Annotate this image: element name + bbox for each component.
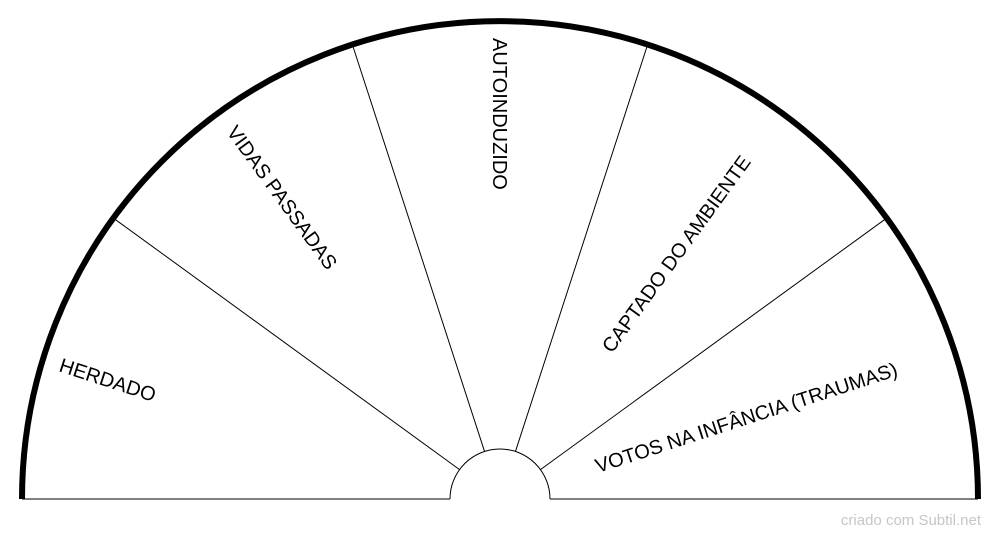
inner-semicircle	[449, 448, 551, 500]
sector-divider	[351, 44, 486, 452]
sector-divider	[514, 44, 649, 452]
sector-divider	[540, 217, 888, 471]
sector-label-vidas-passadas: VIDAS PASSADAS	[222, 122, 341, 274]
sector-divider	[112, 217, 460, 471]
credit-text: criado com Subtil.net	[840, 512, 981, 529]
sector-dividers	[112, 44, 888, 471]
sector-label-herdado: HERDADO	[56, 355, 158, 407]
sector-label-autoinduzido: AUTOINDUZIDO	[488, 38, 510, 190]
sector-label-votos-na-infancia: VOTOS NA INFÂNCIA (TRAUMAS)	[592, 358, 900, 478]
outer-arc	[19, 18, 981, 500]
sector-label-captado-do-ambiente: CAPTADO DO AMBIENTE	[598, 152, 755, 357]
